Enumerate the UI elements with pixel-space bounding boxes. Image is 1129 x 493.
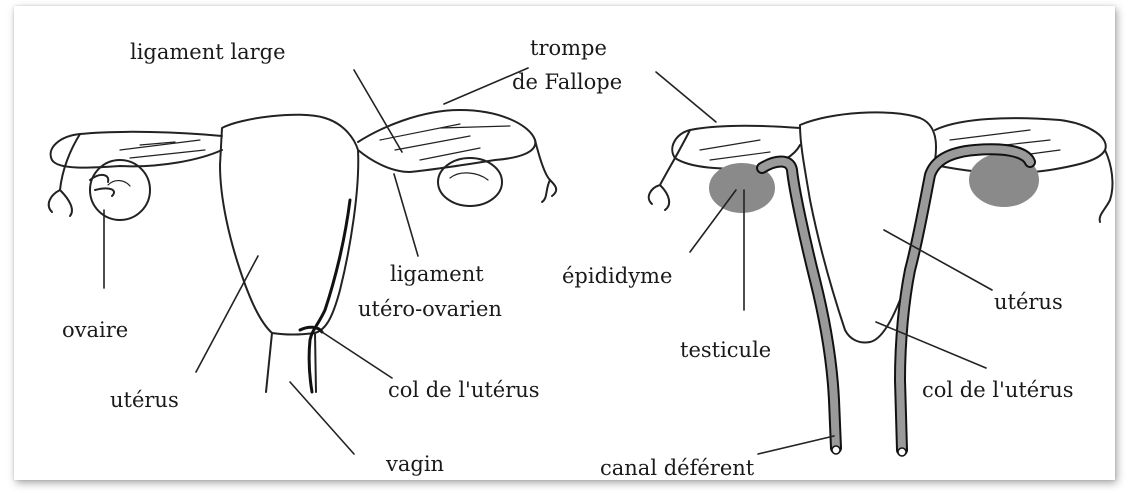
label-canal-deferent: canal déférent [600, 456, 754, 480]
label-epididyme: épididyme [562, 264, 672, 288]
label-col-right: col de l'utérus [922, 378, 1074, 402]
label-ligament-large: ligament large [130, 40, 286, 64]
left-fallopian-tube [49, 132, 222, 216]
label-ligament-utero-line1: ligament [390, 262, 484, 286]
right-ovary [438, 158, 502, 206]
label-col-left: col de l'utérus [388, 378, 540, 402]
label-ovaire: ovaire [62, 318, 128, 342]
female-uterus-drawing [220, 115, 358, 392]
right-fallopian-tube [358, 110, 556, 202]
label-uterus-right: utérus [994, 290, 1063, 314]
vas-deferens-left [762, 162, 840, 455]
label-trompe-line2: de Fallope [512, 70, 622, 94]
label-ligament-utero-line2: utéro-ovarien [358, 297, 502, 321]
label-testicule: testicule [680, 338, 771, 362]
label-trompe-line1: trompe [530, 36, 607, 60]
label-vagin: vagin [386, 452, 444, 476]
label-uterus-left: utérus [110, 388, 179, 412]
